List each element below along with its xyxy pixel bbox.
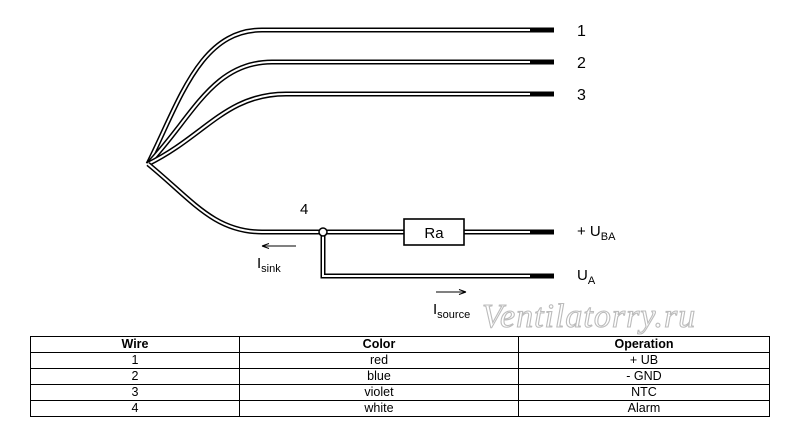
resistor-label: Ra (424, 225, 444, 242)
cell-color: violet (239, 384, 519, 401)
wire-label-3: 3 (577, 87, 586, 104)
wire-4 (146, 162, 554, 235)
signal-output-label: UA (577, 267, 596, 287)
current-sink-prefix: I (257, 255, 261, 272)
supply-output-label: + UBA (577, 223, 616, 243)
supply-output-prefix: + U (577, 223, 601, 240)
header-wire: Wire (30, 336, 240, 353)
header-color: Color (239, 336, 519, 353)
current-source-subscript: source (437, 309, 470, 321)
current-source-prefix: I (433, 301, 437, 318)
table-header-row: Wire Color Operation (30, 336, 770, 353)
cell-wire: 3 (30, 384, 240, 401)
cell-wire: 1 (30, 352, 240, 369)
cell-color: blue (239, 368, 519, 385)
signal-output-prefix: U (577, 267, 588, 284)
signal-output-subscript: A (588, 275, 596, 287)
current-sink-label: Isink (257, 255, 281, 275)
wire-3 (146, 91, 554, 167)
cell-wire: 4 (30, 400, 240, 417)
signal-branch-wire (320, 232, 554, 279)
cell-operation: Alarm (518, 400, 770, 417)
watermark: Ventilatorry.ru (482, 298, 696, 335)
cell-operation: NTC (518, 384, 770, 401)
current-source-arrow (436, 289, 467, 295)
cell-color: red (239, 352, 519, 369)
wire-label-1: 1 (577, 23, 586, 40)
table-row: 4 white Alarm (30, 400, 770, 417)
resistor-ra (403, 218, 465, 246)
table-row: 3 violet NTC (30, 384, 770, 401)
cell-operation: - GND (518, 368, 770, 385)
current-sink-arrow (261, 243, 296, 249)
cell-color: white (239, 400, 519, 417)
table-row: 2 blue - GND (30, 368, 770, 385)
wire-1 (145, 27, 554, 166)
wire-2 (146, 59, 554, 166)
wire-label-2: 2 (577, 55, 586, 72)
cell-wire: 2 (30, 368, 240, 385)
table-row: 1 red + UB (30, 352, 770, 369)
supply-output-subscript: BA (601, 231, 616, 243)
cell-operation: + UB (518, 352, 770, 369)
header-operation: Operation (518, 336, 770, 353)
wiring-diagram: 1 2 3 4 Ra + UBA UA Isink Isource Ventil… (145, 23, 696, 336)
junction-node (318, 227, 328, 237)
current-source-label: Isource (433, 301, 470, 321)
wire-label-4: 4 (300, 201, 308, 218)
current-sink-subscript: sink (261, 263, 281, 275)
wire-table: Wire Color Operation 1 red + UB 2 blue -… (30, 336, 770, 417)
